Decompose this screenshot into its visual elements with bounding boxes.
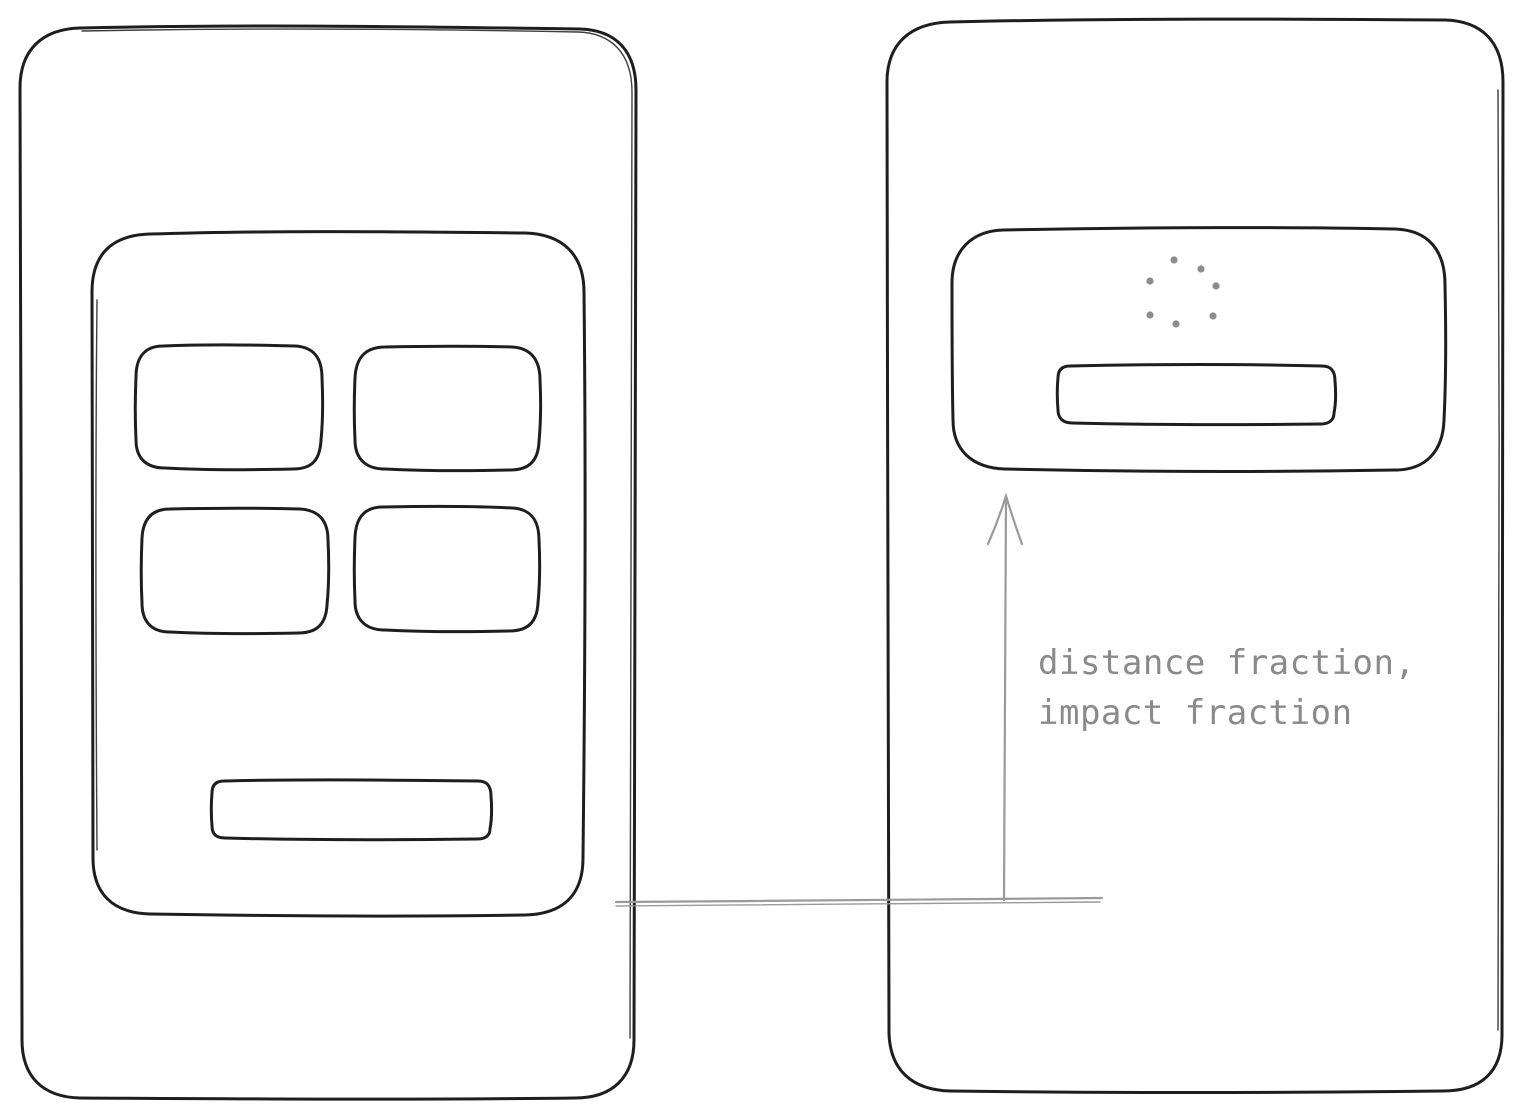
baseline-connector-line [614, 896, 1104, 907]
grid-tile-4[interactable] [352, 504, 542, 634]
loading-spinner-icon [1146, 256, 1220, 328]
grid-tile-3[interactable] [139, 506, 331, 636]
right-button-bar[interactable] [1055, 363, 1338, 427]
left-button-bar[interactable] [209, 778, 494, 842]
right-loading-card [950, 226, 1448, 473]
grid-tile-2[interactable] [352, 344, 543, 473]
annotation-line-2: impact fraction [1038, 693, 1353, 733]
up-arrow [986, 492, 1024, 902]
right-phone-frame [885, 17, 1506, 1094]
grid-tile-1[interactable] [133, 343, 325, 472]
annotation-line-1: distance fraction, [1038, 643, 1415, 683]
left-inner-card [90, 230, 587, 918]
